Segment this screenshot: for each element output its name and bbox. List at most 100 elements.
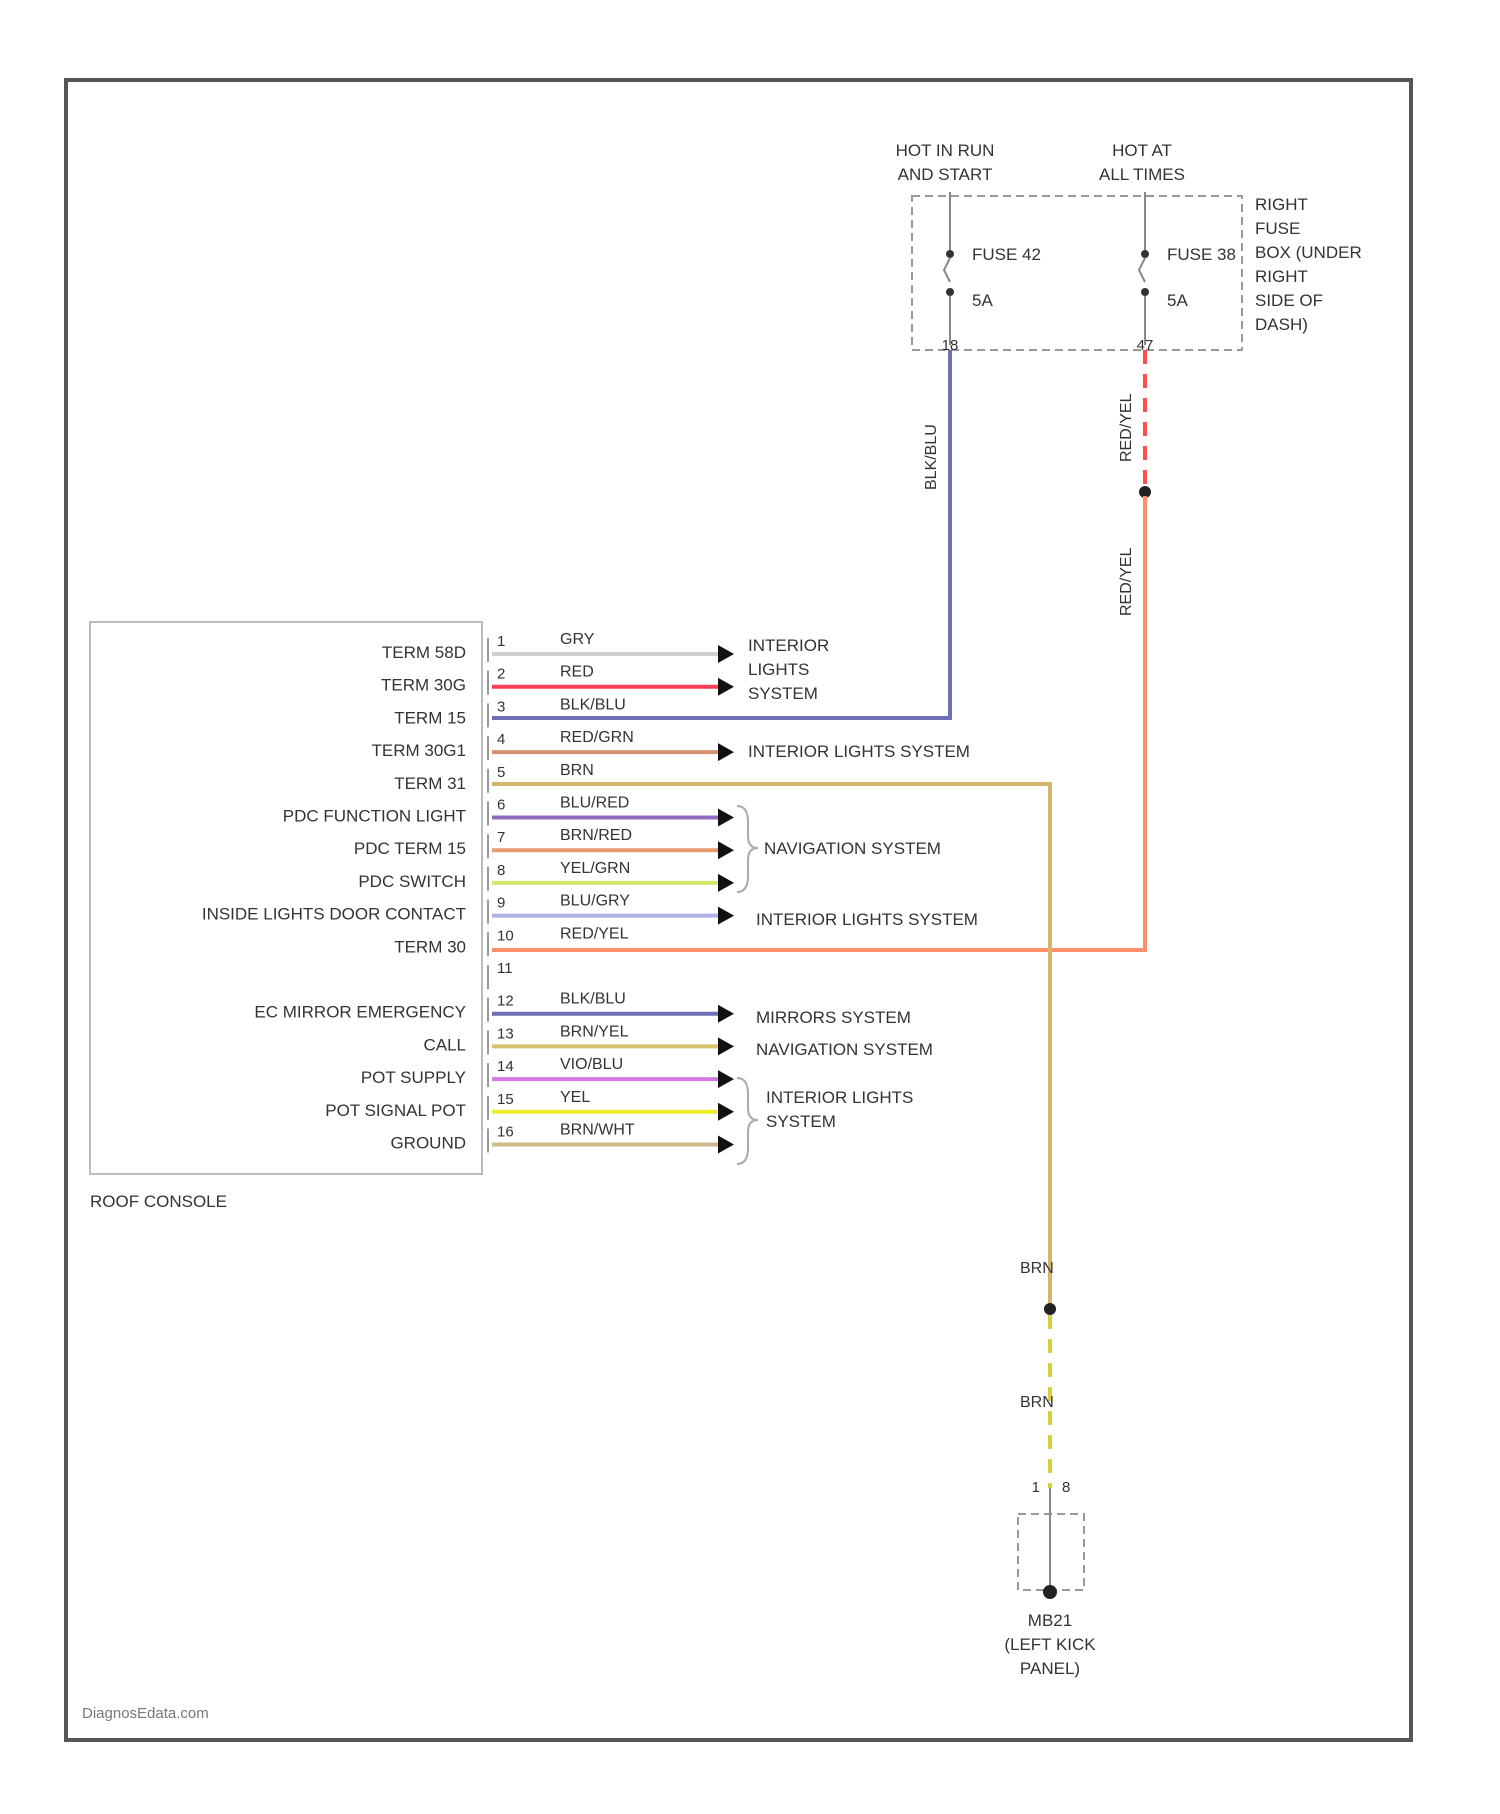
pin-wire-color-label: BRN/YEL — [560, 1023, 629, 1040]
fuse-box-outline — [912, 196, 1242, 350]
pin-term-label: PDC FUNCTION LIGHT — [283, 807, 466, 826]
wire-label-red-yel-lower: RED/YEL — [1118, 547, 1135, 616]
dest-interior-lights-inline-2: INTERIOR LIGHTS SYSTEM — [756, 910, 978, 929]
hot-at-label: HOT AT — [1112, 141, 1172, 160]
pin-term-label: INSIDE LIGHTS DOOR CONTACT — [202, 905, 466, 924]
pin-wire-color-label: BRN — [560, 762, 594, 779]
bracket-navigation — [737, 806, 758, 892]
pin-number: 5 — [497, 764, 505, 781]
fuse-b-contact-2 — [1141, 288, 1149, 296]
fuse-box-desc-2: FUSE — [1255, 219, 1300, 238]
pin-term-label: EC MIRROR EMERGENCY — [254, 1003, 466, 1022]
fuse-b-contact — [1141, 250, 1149, 258]
and-start-label: AND START — [898, 165, 993, 184]
pin-arrow-icon — [718, 1103, 734, 1121]
pin-term-label: CALL — [423, 1035, 466, 1054]
fuse-box-desc-1: RIGHT — [1255, 195, 1308, 214]
dest-interior-lights-2: LIGHTS — [748, 660, 809, 679]
fuse-a-element — [944, 258, 950, 282]
pin-term-label: POT SIGNAL POT — [325, 1101, 466, 1120]
fuse-a-contact — [946, 250, 954, 258]
pin-arrow-icon — [718, 907, 734, 925]
pin-wire-color-label: RED/YEL — [560, 925, 629, 942]
pin-wire-color-label: BLK/BLU — [560, 991, 626, 1008]
fuse-box-desc-3: BOX (UNDER — [1255, 243, 1362, 262]
pin-term-label: TERM 58D — [382, 643, 466, 662]
pin-term-label: PDC TERM 15 — [354, 839, 466, 858]
pin-wire-color-label: BRN/RED — [560, 827, 632, 844]
pin-wire-color-label: BRN/WHT — [560, 1122, 635, 1139]
pin-number: 6 — [497, 797, 505, 814]
dest-interior-lights-inline: INTERIOR LIGHTS SYSTEM — [748, 742, 970, 761]
pin-wire-color-label: YEL/GRN — [560, 860, 630, 877]
splice-brn — [1044, 1303, 1056, 1315]
dest-interior-lights-3: SYSTEM — [748, 684, 818, 703]
dest-navigation: NAVIGATION SYSTEM — [764, 839, 941, 858]
fuse-box-desc-5: SIDE OF — [1255, 291, 1323, 310]
dest-mirrors: MIRRORS SYSTEM — [756, 1008, 911, 1027]
pin-arrow-icon — [718, 874, 734, 892]
fuse-box-desc-4: RIGHT — [1255, 267, 1308, 286]
pin-arrow-icon — [718, 1070, 734, 1088]
wire-label-blk-blu: BLK/BLU — [923, 424, 940, 490]
ground-pin-1: 1 — [1032, 1479, 1040, 1496]
hot-in-run-label: HOT IN RUN — [896, 141, 995, 160]
dest-navigation-2: NAVIGATION SYSTEM — [756, 1040, 933, 1059]
pin-arrow-icon — [718, 678, 734, 696]
roof-console-box — [90, 622, 482, 1174]
pin-wire-color-label: YEL — [560, 1089, 590, 1106]
pin-arrow-icon — [718, 645, 734, 663]
pin-term-label: GROUND — [390, 1134, 466, 1153]
pin-number: 4 — [497, 731, 505, 748]
pin-wire-color-label: BLK/BLU — [560, 696, 626, 713]
fuse-b-name: FUSE 38 — [1167, 245, 1236, 264]
all-times-label: ALL TIMES — [1099, 165, 1185, 184]
pin-number: 2 — [497, 666, 505, 683]
pin-term-label: TERM 30G — [381, 676, 466, 695]
pin-number: 1 — [497, 633, 505, 650]
pin-arrow-icon — [718, 841, 734, 859]
fuse-a-rating: 5A — [972, 291, 993, 310]
ground-label-1: MB21 — [1028, 1611, 1072, 1630]
fuse-box-desc-6: DASH) — [1255, 315, 1308, 334]
pin-number: 16 — [497, 1124, 514, 1141]
pin-wire-color-label: BLU/GRY — [560, 893, 630, 910]
pin-term-label: POT SUPPLY — [361, 1068, 466, 1087]
pin-arrow-icon — [718, 1005, 734, 1023]
wire-label-red-yel-upper: RED/YEL — [1118, 393, 1135, 462]
pin-term-label: TERM 15 — [394, 708, 466, 727]
pin-number: 10 — [497, 927, 514, 944]
pin-wire-color-label: GRY — [560, 631, 595, 648]
dest-interior-lights-1: INTERIOR — [748, 636, 829, 655]
watermark: DiagnosEdata.com — [82, 1705, 209, 1722]
wire-label-brn-upper: BRN — [1020, 1260, 1054, 1277]
pin-number: 9 — [497, 895, 505, 912]
pin-wire-color-label: VIO/BLU — [560, 1056, 623, 1073]
pin-term-label: TERM 31 — [394, 774, 466, 793]
dest-interior-lights-split-1: INTERIOR LIGHTS — [766, 1088, 913, 1107]
bracket-interior-lights — [737, 1078, 758, 1164]
dest-interior-lights-split-2: SYSTEM — [766, 1112, 836, 1131]
pin-number: 12 — [497, 993, 514, 1010]
pin-term-label: TERM 30G1 — [372, 741, 466, 760]
ground-label-2: (LEFT KICK — [1004, 1635, 1096, 1654]
fuse-a-contact-2 — [946, 288, 954, 296]
fuse-b-element — [1139, 258, 1145, 282]
pin-term-label: TERM 30 — [394, 937, 466, 956]
pin-arrow-icon — [718, 809, 734, 827]
ground-label-3: PANEL) — [1020, 1659, 1080, 1678]
pin-number: 11 — [497, 960, 513, 977]
pin-arrow-icon — [718, 1136, 734, 1154]
pin-number: 13 — [497, 1025, 514, 1042]
fuse-a-name: FUSE 42 — [972, 245, 1041, 264]
pin-wire-color-label: RED — [560, 664, 594, 681]
pin-wire-color-label: RED/GRN — [560, 729, 634, 746]
pin-term-label: PDC SWITCH — [358, 872, 466, 891]
pin-wire-color-label: BLU/RED — [560, 795, 629, 812]
pin-number: 3 — [497, 698, 505, 715]
fuse-b-rating: 5A — [1167, 291, 1188, 310]
pin-arrow-icon — [718, 743, 734, 761]
ground-point — [1043, 1585, 1057, 1599]
